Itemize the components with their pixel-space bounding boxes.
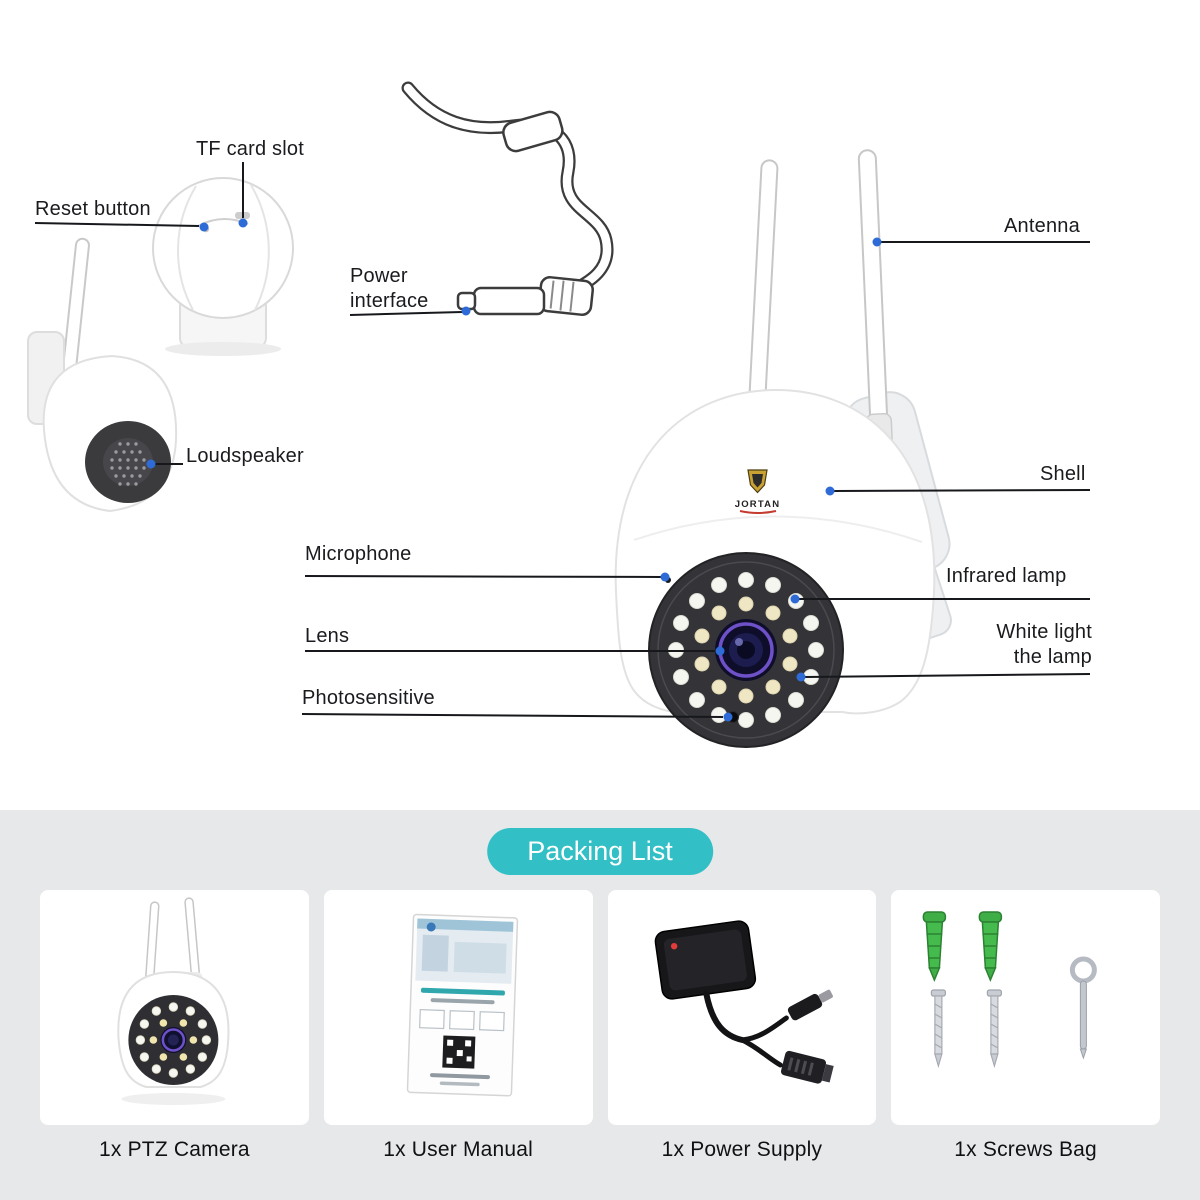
callout-line-white-light [804,673,1091,678]
callout-dot-microphone [660,572,670,582]
callout-dot-infrared-lamp [790,594,800,604]
diagram-artwork: JORTAN [27,81,1091,748]
packing-list-section: Packing List [0,810,1200,1200]
eject-pin [1070,956,1098,1060]
svg-text:JORTAN: JORTAN [735,499,781,510]
label-microphone: Microphone [305,543,412,565]
power-supply-image [654,920,834,1084]
ptz-camera-image [117,897,230,1105]
callout-dot-antenna [872,237,882,247]
card-label-power-supply: 1x Power Supply [661,1138,823,1161]
label-photosensitive: Photosensitive [302,687,435,709]
packing-card-ptz-camera [40,890,309,1125]
user-manual-image [406,913,518,1097]
packing-card-labels: 1x PTZ Camera 1x User Manual 1x Power Su… [40,1138,1160,1162]
callout-dot-reset-button [199,222,209,232]
packing-card-power-supply [607,890,877,1125]
callout-dot-tf-card-slot [238,218,248,228]
label-power-interface: Power interface [350,265,429,312]
callout-line-photosensitive [301,713,724,718]
callout-dot-power-interface [461,306,471,316]
label-white-light-lamp: White light the lamp [996,621,1092,668]
callout-dot-lens [715,646,725,656]
camera-head-illustration [152,177,294,356]
callout-dot-loudspeaker [146,459,156,469]
card-label-user-manual: 1x User Manual [383,1138,534,1161]
label-reset-button: Reset button [35,198,151,220]
callout-line-shell [833,489,1091,492]
label-infrared-lamp: Infrared lamp [946,565,1067,587]
loudspeaker-holes [110,442,146,486]
power-plug [456,276,594,316]
side-camera-illustration [27,237,178,513]
label-tf-card-slot: TF card slot [196,138,304,160]
callout-line-power-interface [349,311,463,316]
label-lens: Lens [305,625,350,647]
label-shell: Shell [1040,463,1086,485]
label-loudspeaker: Loudspeaker [186,445,304,467]
white-light-led-ring [694,596,798,704]
callout-dot-shell [825,486,835,496]
callout-line-reset-button [34,222,200,227]
card-label-ptz-camera: 1x PTZ Camera [98,1138,250,1161]
label-antenna: Antenna [1004,215,1080,237]
packing-list-title: Packing List [487,828,713,875]
callout-line-microphone [304,575,662,578]
infrared-led-ring [668,572,824,728]
packing-card-user-manual [323,890,593,1125]
packing-cards [40,890,1160,1125]
callout-dot-white-light [796,672,806,682]
parts-diagram-section: JORTAN [27,81,1092,748]
screws-bag-image [922,911,1098,1069]
callout-dots [146,218,882,722]
packing-card-screws-bag [891,890,1160,1125]
brand-logo: JORTAN [735,469,781,514]
callout-dot-photosensitive [723,712,733,722]
card-label-screws-bag: 1x Screws Bag [954,1138,1097,1161]
callout-lines [34,162,1091,718]
main-camera-illustration: JORTAN [614,149,952,748]
power-cable-illustration [401,81,614,316]
